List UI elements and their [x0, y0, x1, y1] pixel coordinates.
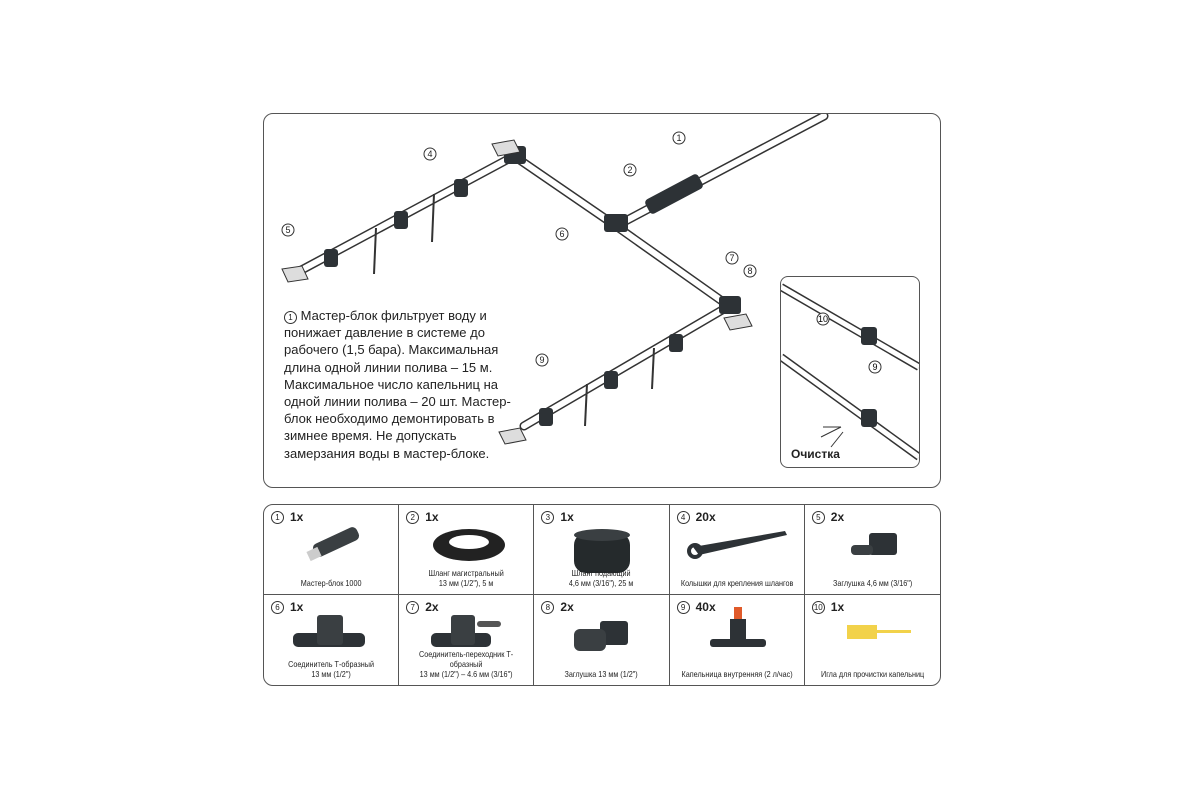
part-number: 3 [541, 510, 555, 524]
callout-7: 7 [729, 253, 734, 263]
cleaning-needle-image [846, 625, 911, 639]
master-block-image [306, 527, 360, 562]
inset-callout-9: 9 [872, 362, 877, 372]
part-quantity: 2x [425, 600, 439, 614]
description-text: Мастер-блок фильтрует воду и понижает да… [284, 308, 511, 461]
part-name: Соединитель Т-образный 13 мм (1/2") [288, 659, 375, 679]
part-item: 1 1x Мастер-блок 1000 [264, 505, 400, 595]
main-hose-image [433, 529, 506, 561]
part-item: 3 1x Шланг подающий 4,6 мм (3/16"), 25 м [534, 505, 670, 595]
part-name: Игла для прочистки капельниц [820, 669, 924, 679]
cleaning-drawing: 10 9 [781, 283, 919, 461]
part-item: 4 20x Колышки для крепления шлангов [669, 505, 805, 595]
part-number: 6 [271, 600, 284, 614]
part-name: Шланг подающий 4,6 мм (3/16"), 25 м [569, 568, 634, 588]
part-quantity: 1x [560, 510, 574, 524]
stake-image [686, 531, 787, 559]
part-item: 10 1x Игла для прочистки капельниц [805, 595, 940, 685]
t-adapter-image [431, 615, 502, 647]
part-item: 5 2x Заглушка 4,6 мм (3/16") [804, 505, 940, 595]
part-item: 9 40x Капельница внутренняя (2 л/час) [670, 595, 805, 685]
part-item: 7 2x Соединитель-переходник Т-образный 13… [399, 595, 535, 685]
inset-callout-10: 10 [818, 314, 828, 324]
part-quantity: 2x [830, 510, 845, 524]
description-number: 1 [284, 311, 297, 325]
supply-hose-image [574, 529, 631, 573]
part-quantity: 1x [290, 510, 304, 524]
parts-list: 1 1x Мастер-блок 1000 2 1x Шланг магистрал… [263, 504, 941, 686]
part-item: 2 1x Шланг магистральный 13 мм (1/2"), 5 … [399, 505, 535, 595]
part-item: 6 1x Соединитель Т-образный 13 мм (1/2") [264, 595, 400, 685]
callout-6: 6 [559, 229, 564, 239]
part-number: 7 [406, 600, 420, 614]
inset-label: Очистка [791, 447, 840, 461]
part-number: 4 [676, 510, 690, 524]
part-name: Заглушка 4,6 мм (3/16") [832, 578, 913, 588]
part-name: Капельница внутренняя (2 л/час) [681, 669, 793, 679]
part-quantity: 1x [830, 600, 845, 614]
callout-8: 8 [747, 266, 752, 276]
part-name: Соединитель-переходник Т-образный 13 мм … [419, 649, 514, 679]
part-number: 2 [406, 510, 420, 524]
part-quantity: 20x [695, 510, 716, 524]
part-number: 9 [676, 600, 690, 614]
part-number: 5 [811, 510, 825, 524]
cleaning-inset: 10 9 Очистка [780, 276, 920, 468]
callout-1: 1 [676, 133, 681, 143]
part-name: Заглушка 13 мм (1/2") [564, 669, 639, 679]
part-name: Мастер-блок 1000 [300, 578, 362, 588]
part-number: 8 [541, 600, 555, 614]
end-plug-small-image [850, 533, 897, 555]
end-plug-large-image [574, 621, 629, 651]
callout-5: 5 [285, 225, 290, 235]
pipe-layout-drawing: 1 2 4 5 6 7 8 9 [281, 114, 829, 445]
dripper-image [709, 607, 766, 647]
part-quantity: 2x [560, 600, 574, 614]
system-diagram: 1 2 4 5 6 7 8 9 1 Мастер-блок фильтрует … [263, 113, 941, 488]
part-quantity: 40x [695, 600, 716, 614]
part-name: Колышки для крепления шлангов [680, 578, 793, 588]
part-number: 10 [811, 600, 825, 614]
callout-4: 4 [427, 149, 432, 159]
t-connector-image [293, 615, 365, 647]
callout-2: 2 [627, 165, 632, 175]
part-quantity: 1x [425, 510, 439, 524]
part-quantity: 1x [290, 600, 304, 614]
part-item: 8 2x Заглушка 13 мм (1/2") [534, 595, 670, 685]
master-block-description: 1 Мастер-блок фильтрует воду и понижает … [284, 307, 524, 462]
part-number: 1 [271, 510, 284, 524]
callout-9: 9 [539, 355, 544, 365]
part-name: Шланг магистральный 13 мм (1/2"), 5 м [428, 568, 504, 588]
